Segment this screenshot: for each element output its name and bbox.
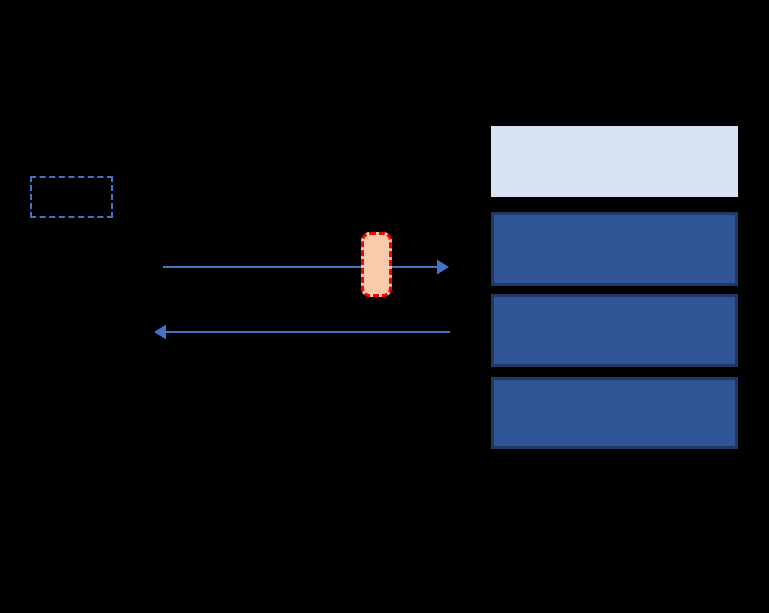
return-arrow-head-icon (154, 324, 166, 340)
stack-box-4 (491, 377, 738, 449)
forward-arrow (163, 259, 449, 275)
return-arrow (154, 324, 450, 340)
forward-arrow-head-icon (437, 259, 449, 275)
intercept-highlight-box (361, 232, 392, 297)
stack-box-2 (491, 212, 738, 286)
stack-box-3 (491, 294, 738, 367)
dashed-placeholder-box (30, 176, 113, 218)
stack-box-1 (491, 126, 738, 197)
